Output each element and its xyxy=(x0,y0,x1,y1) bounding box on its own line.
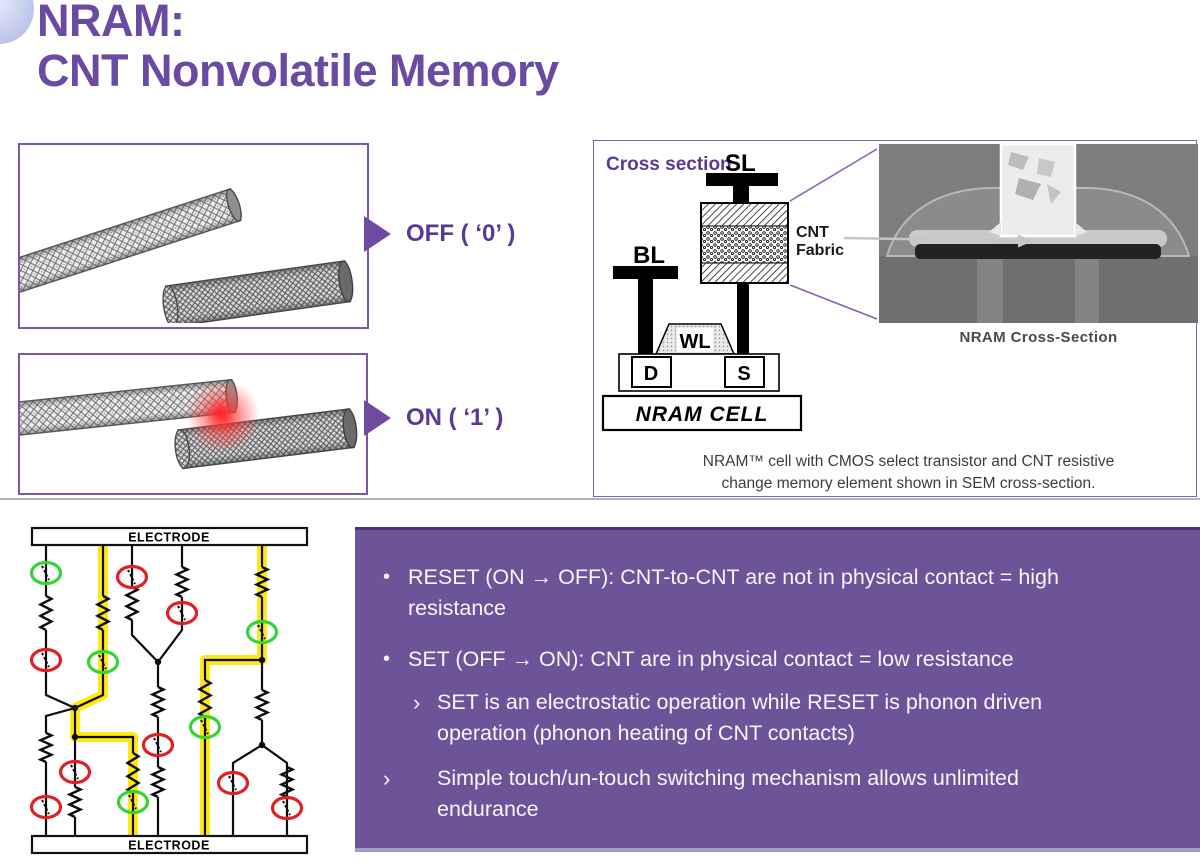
wl-gate: WL xyxy=(654,323,736,355)
nram-cell-panel: Cross section SL CNT Fabric BL xyxy=(593,140,1198,497)
heat-glow-core xyxy=(204,397,236,429)
bullet-endurance: › Simple touch/un-touch switching mechan… xyxy=(355,763,1200,825)
off-arrow-icon xyxy=(364,216,391,252)
cnt-off-illustration xyxy=(20,187,354,323)
nram-cell-label: NRAM CELL xyxy=(636,403,769,426)
slide-title: NRAM: CNT Nonvolatile Memory xyxy=(37,0,559,96)
cnt-fabric-box xyxy=(700,202,789,284)
divider-line xyxy=(0,498,1200,500)
bl-label: BL xyxy=(633,242,665,269)
cnt-fabric-pointer-arrow xyxy=(843,236,1019,243)
on-state-label: ON ( ‘1’ ) xyxy=(406,404,504,431)
top-electrode-label: ELECTRODE xyxy=(128,531,210,545)
nanotube-bottom xyxy=(174,408,358,470)
cnt-image-off xyxy=(18,143,369,329)
nanotube-top xyxy=(20,187,242,295)
cnt-image-on xyxy=(18,353,368,495)
callout-line-top xyxy=(789,148,878,202)
sem-image xyxy=(879,142,1198,323)
corner-decoration-circle xyxy=(0,0,34,44)
panel-caption-line2: change memory element shown in SEM cross… xyxy=(721,475,1096,492)
panel-caption: NRAM™ cell with CMOS select transistor a… xyxy=(629,451,1188,495)
chevron-bullet-icon: › xyxy=(383,766,391,791)
cnt-fabric-label-line2: Fabric xyxy=(796,242,844,259)
key-points-box: • RESET (ON → OFF): CNT-to-CNT are not i… xyxy=(355,527,1200,852)
sl-label: SL xyxy=(725,150,756,177)
sem-via-column-right xyxy=(1075,256,1099,323)
cnt-network-diagram: ELECTRODE ELECTRODE xyxy=(25,520,335,862)
bl-electrode xyxy=(613,266,678,279)
nram-cell-box xyxy=(601,394,803,432)
bullet-reset: • RESET (ON → OFF): CNT-to-CNT are not i… xyxy=(355,562,1200,624)
drain-box xyxy=(631,356,672,388)
bullet-dot-icon: • xyxy=(383,566,391,588)
title-line-1: NRAM: xyxy=(37,0,185,46)
panel-caption-line1: NRAM™ cell with CMOS select transistor a… xyxy=(702,453,1115,470)
sem-bright-band xyxy=(909,230,1167,247)
drain-label: D xyxy=(644,363,658,385)
source-box xyxy=(724,356,765,388)
callout-line-bottom xyxy=(789,284,878,320)
sem-via-column-left xyxy=(977,256,1003,323)
bullet-set: • SET (OFF → ON): CNT are in physical co… xyxy=(355,644,1200,675)
bullet-dot-icon: • xyxy=(383,648,391,670)
sem-caption: NRAM Cross-Section xyxy=(959,329,1118,346)
sl-electrode xyxy=(706,173,778,186)
cross-section-label: Cross section xyxy=(606,154,732,175)
off-state-label: OFF ( ‘0’ ) xyxy=(406,220,516,247)
chevron-bullet-icon: › xyxy=(413,690,421,715)
bottom-electrode-label: ELECTRODE xyxy=(128,839,210,853)
title-line-2: CNT Nonvolatile Memory xyxy=(37,45,559,96)
bottom-electrode-bar xyxy=(30,834,309,855)
sem-cnt-layer xyxy=(915,244,1161,259)
source-label: S xyxy=(737,363,750,385)
bullet-electrostatic: › SET is an electrostatic operation whil… xyxy=(355,687,1200,749)
cnt-fabric-label-line1: CNT xyxy=(796,224,829,241)
cnt-on-illustration xyxy=(20,378,358,470)
top-electrode-bar xyxy=(30,526,309,547)
nanotube-bottom xyxy=(162,260,354,323)
wl-label: WL xyxy=(679,331,710,353)
on-arrow-icon xyxy=(364,400,391,436)
cell-schematic: Cross section SL CNT Fabric BL xyxy=(601,148,1033,432)
